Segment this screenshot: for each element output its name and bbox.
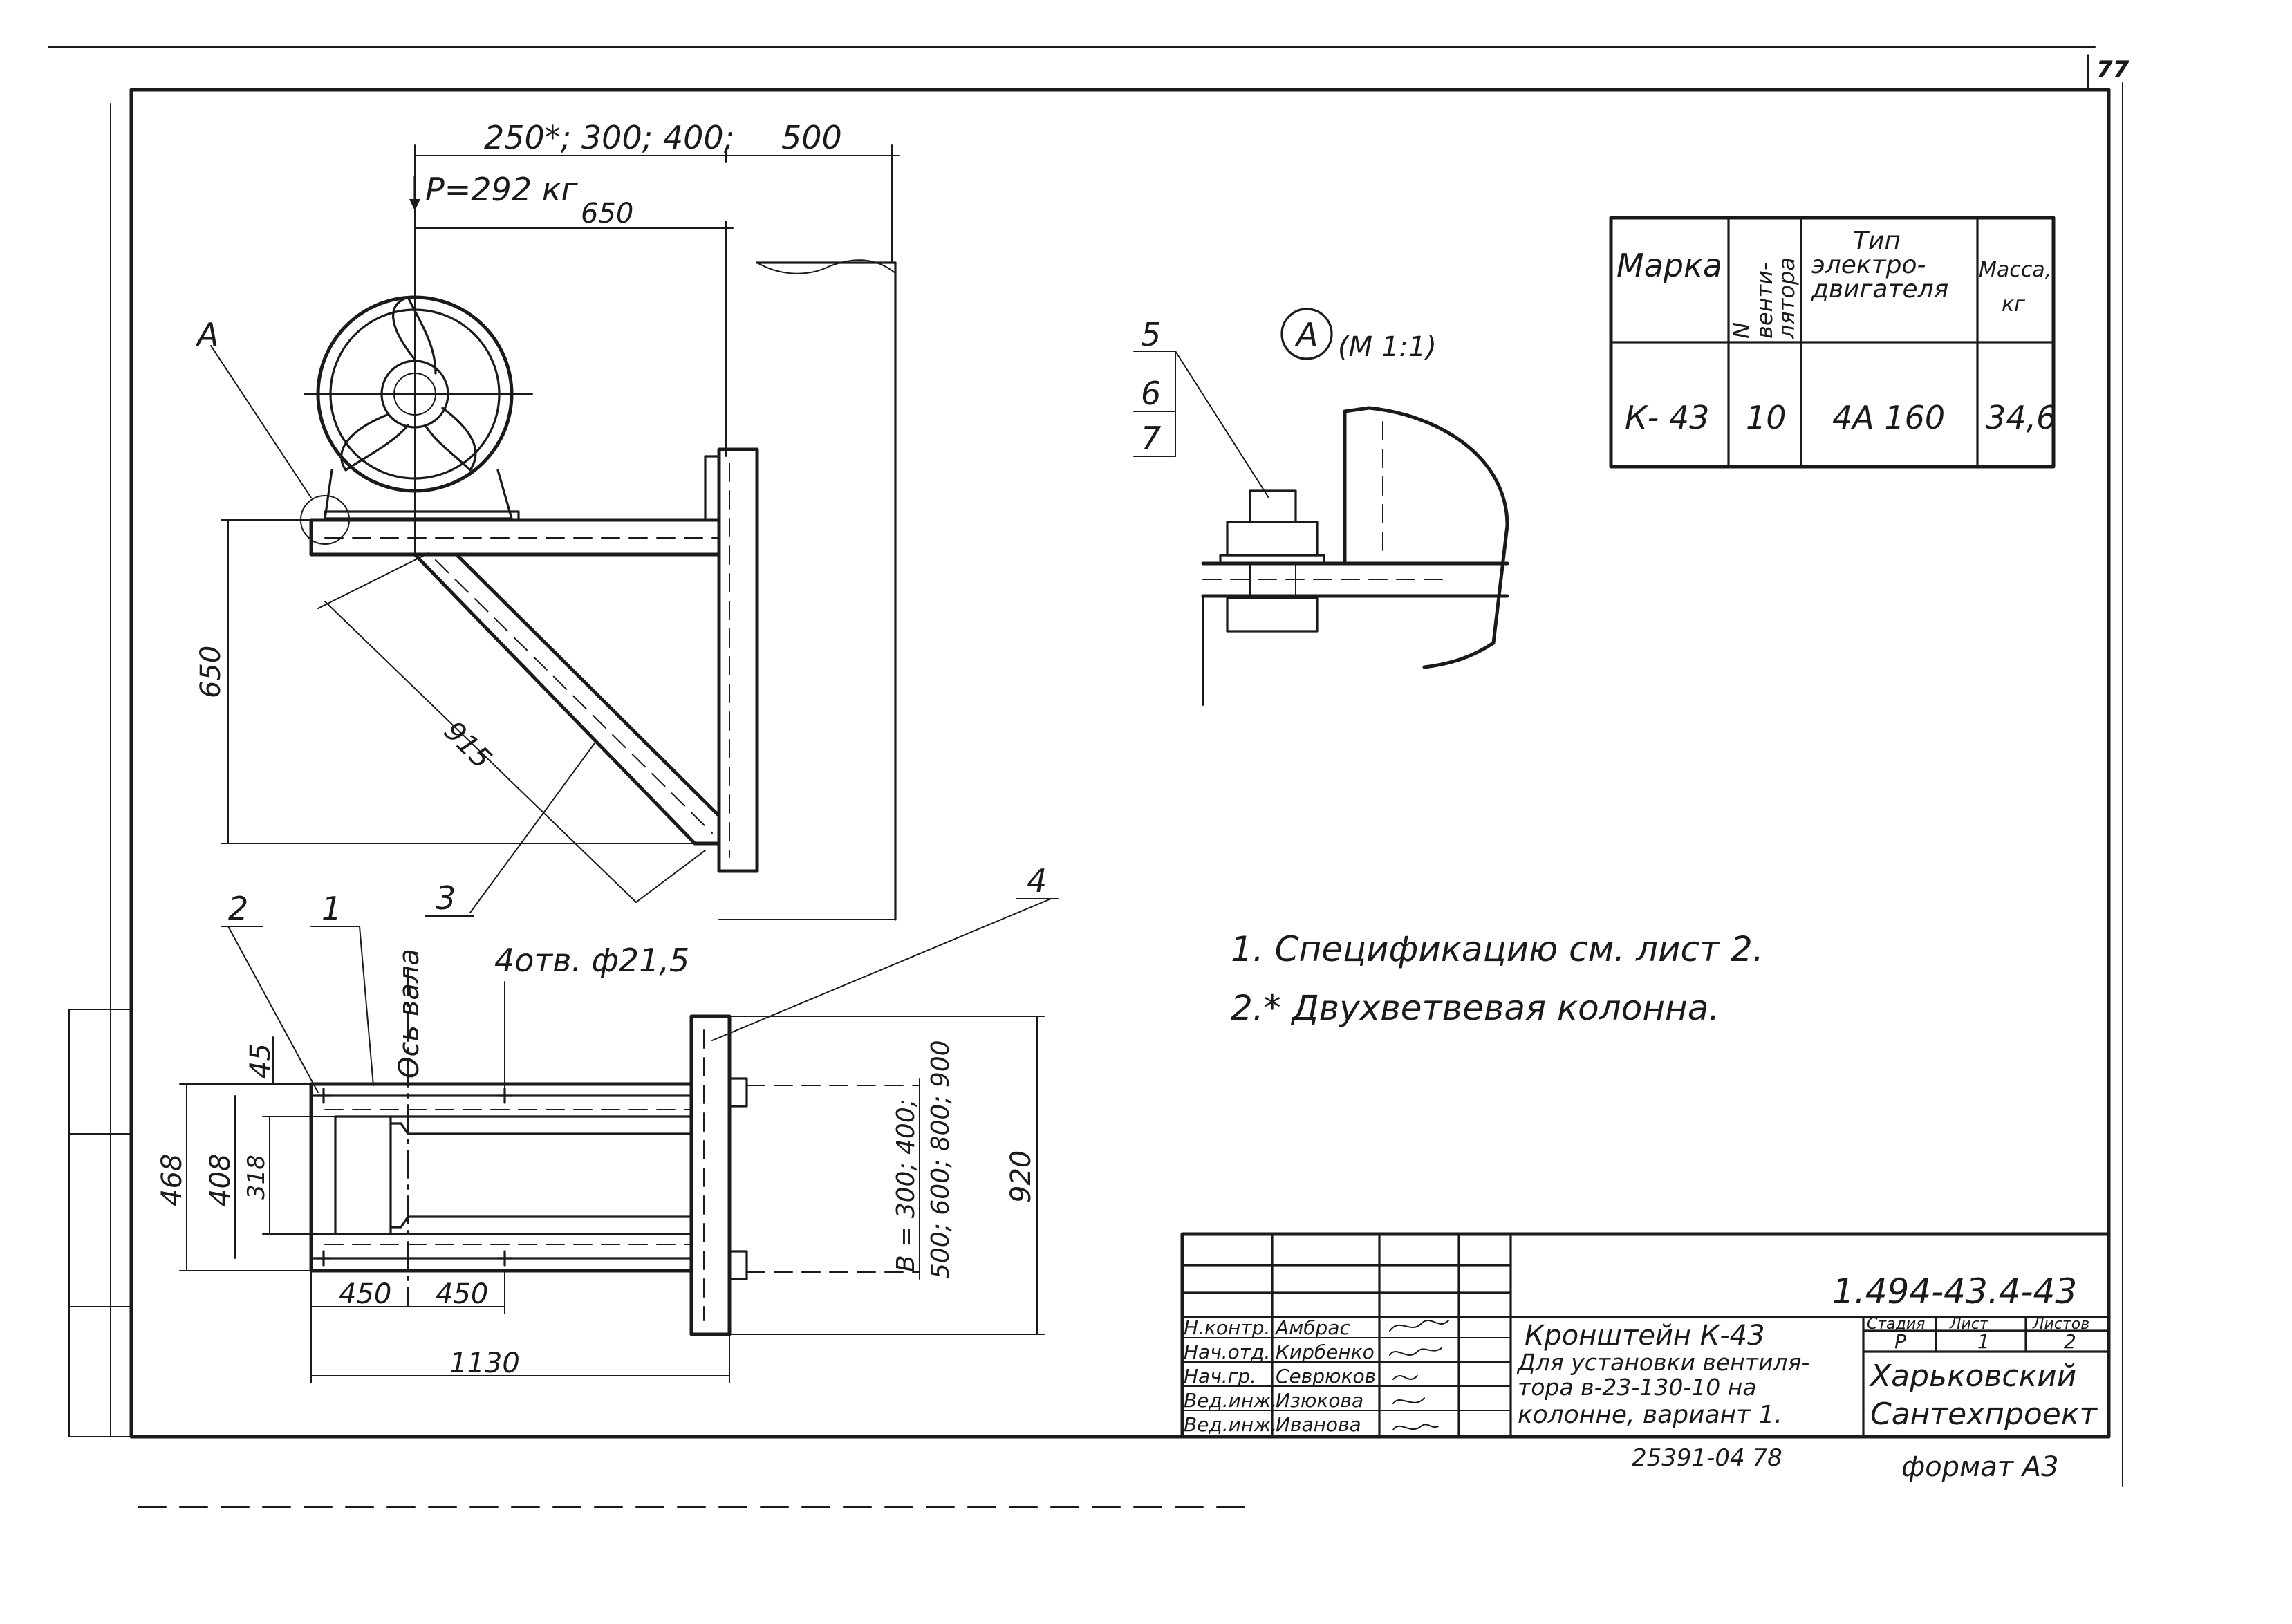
- name-2: Кирбенко: [1276, 1341, 1375, 1363]
- archive-number: 25391-04 78: [1632, 1444, 1782, 1472]
- role-2: Нач.отд.: [1184, 1341, 1270, 1363]
- name-4: Изюкова: [1276, 1389, 1363, 1412]
- top-dim-500: 500: [781, 119, 842, 156]
- dim-468: 468: [156, 1154, 188, 1206]
- callout-4: 4: [1027, 862, 1047, 899]
- spec-header-mass-1: Масса,: [1979, 258, 2051, 282]
- detail-label: А: [1294, 316, 1318, 353]
- title-block: [1180, 1232, 2111, 1439]
- spec-cell-fan-no: 10: [1746, 399, 1787, 436]
- dim-b-line2: 500; 600; 800; 900: [926, 1040, 955, 1279]
- title-line-4: колонне, вариант 1.: [1518, 1401, 1782, 1429]
- spec-header-fan-no: N венти- лятора: [1729, 257, 1800, 339]
- name-3: Севрюков: [1276, 1365, 1376, 1388]
- dim-408: 408: [205, 1154, 236, 1206]
- svg-text:лятора: лятора: [1773, 257, 1800, 339]
- spec-cell-mark: К- 43: [1625, 399, 1709, 436]
- detail-scale: (М 1:1): [1338, 331, 1437, 363]
- sheets-value: 2: [2064, 1330, 2076, 1353]
- dim-1130: 1130: [449, 1347, 520, 1379]
- spec-header-mass-2: кг: [2002, 292, 2025, 317]
- org-line-1: Харьковский: [1869, 1359, 2076, 1394]
- role-1: Н.контр.: [1184, 1316, 1270, 1339]
- note-1: 1. Спецификацию см. лист 2.: [1231, 929, 1764, 969]
- dim-650-vertical: 650: [195, 646, 227, 698]
- callout-6: 6: [1141, 375, 1161, 412]
- svg-text:N: N: [1729, 322, 1755, 339]
- dim-450-right: 450: [436, 1278, 488, 1310]
- svg-text:венти-: венти-: [1751, 263, 1778, 339]
- org-line-2: Сантехпроект: [1870, 1397, 2098, 1432]
- role-4: Вед.инж.: [1184, 1389, 1277, 1412]
- spec-header-motor-3: двигателя: [1811, 275, 1948, 304]
- dim-318: 318: [243, 1155, 270, 1200]
- role-3: Нач.гр.: [1184, 1365, 1256, 1388]
- sheet-value: 1: [1977, 1330, 1990, 1353]
- title-line-2: Для установки вентиля-: [1516, 1349, 1809, 1376]
- callout-5: 5: [1141, 316, 1161, 353]
- callout-1: 1: [322, 890, 342, 927]
- load-label: P=292 кг: [425, 171, 578, 208]
- axis-label: Ось вала: [393, 949, 425, 1079]
- sheets-header: Листов: [2032, 1316, 2089, 1333]
- spec-header-motor-1: Тип: [1853, 227, 1901, 255]
- spec-cell-mass: 34,6: [1986, 399, 2056, 436]
- dim-b-line1: В = 300; 400;: [892, 1099, 920, 1272]
- dim-45: 45: [245, 1043, 277, 1079]
- name-5: Иванова: [1276, 1413, 1361, 1436]
- doc-code: 1.494-43.4-43: [1832, 1271, 2077, 1312]
- holes-label: 4отв. ф21,5: [494, 942, 689, 979]
- elevation-view: А: [195, 144, 900, 921]
- stage-value: Р: [1894, 1330, 1906, 1353]
- dim-915: 915: [438, 716, 498, 776]
- format-label: формат А3: [1901, 1451, 2059, 1483]
- callout-7: 7: [1141, 420, 1161, 457]
- title-line-1: Кронштейн К-43: [1525, 1320, 1765, 1352]
- name-1: Амбрас: [1274, 1316, 1350, 1339]
- plan-view: [179, 898, 1059, 1383]
- dim-650-horizontal: 650: [581, 198, 633, 230]
- page-number: 77: [2096, 56, 2130, 84]
- dim-920: 920: [1005, 1150, 1037, 1203]
- sheet-header: Лист: [1949, 1316, 1989, 1333]
- role-5: Вед.инж.: [1184, 1413, 1277, 1436]
- title-line-3: тора в-23-130-10 на: [1518, 1374, 1757, 1401]
- dim-450-left: 450: [339, 1278, 391, 1310]
- note-2: 2.* Двухветвевая колонна.: [1231, 988, 1720, 1028]
- callout-A: А: [195, 316, 218, 353]
- callout-2: 2: [228, 890, 248, 927]
- spec-cell-motor: 4А 160: [1832, 399, 1945, 436]
- sheet-frame: [48, 46, 2123, 1508]
- top-dim-values: 250*; 300; 400;: [484, 119, 734, 156]
- callout-3: 3: [436, 879, 456, 917]
- stage-header: Стадия: [1867, 1316, 1925, 1333]
- spec-header-motor-2: электро-: [1811, 251, 1926, 279]
- detail-A: [1133, 308, 1509, 706]
- spec-header-mark: Марка: [1616, 247, 1722, 284]
- spec-table: [1609, 216, 2056, 469]
